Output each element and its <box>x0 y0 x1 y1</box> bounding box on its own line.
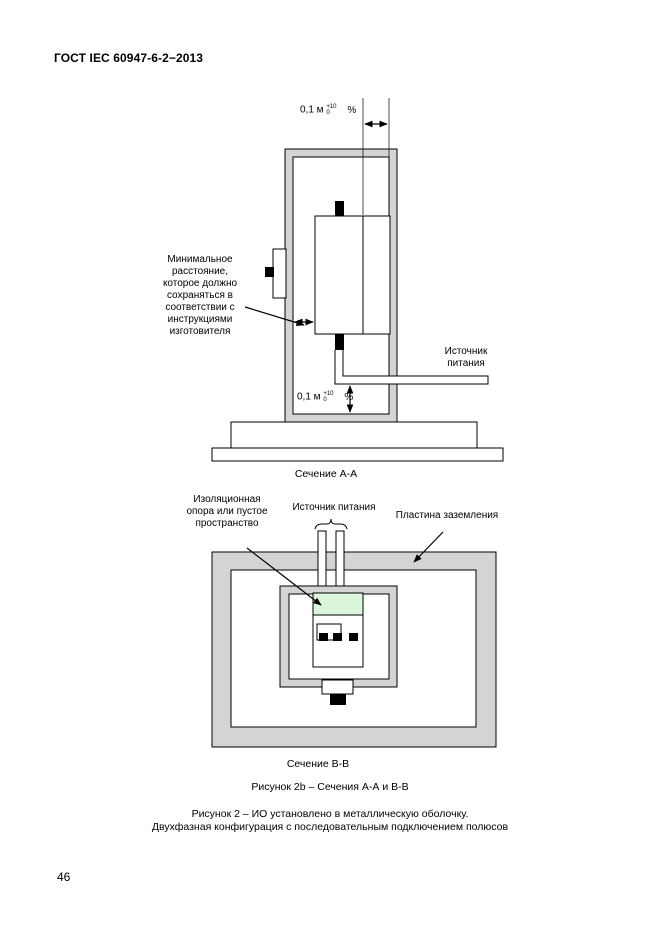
section-b-b-caption: Сечение В-В <box>286 758 350 770</box>
section-a-a-drawing <box>211 98 504 462</box>
dimension-label-bottom: 0,1 м +10 0 % <box>297 391 354 403</box>
external-connector <box>272 248 287 299</box>
conductor-right <box>335 530 345 591</box>
enclosure-wall <box>284 148 398 423</box>
lower-terminal <box>330 694 346 705</box>
section-b-b-drawing <box>211 518 497 748</box>
power-source-brace <box>314 518 348 530</box>
device-switch-2 <box>333 633 342 641</box>
insulation-leader <box>246 547 322 606</box>
external-terminal <box>265 267 274 277</box>
min-distance-label: Минимальное расстояние, которое должно с… <box>162 254 238 337</box>
power-source-label-b: Источник питания <box>292 502 376 513</box>
dim-top-sup: +10 <box>326 104 337 110</box>
conductor-left <box>317 530 327 591</box>
figure-2b-caption: Рисунок 2b – Сечения А-А и В-В <box>251 781 409 793</box>
min-distance-leader <box>244 306 305 327</box>
ground-plate-leader <box>413 531 444 563</box>
base-plate-upper <box>230 421 478 449</box>
lower-connector <box>321 679 354 695</box>
base-plate-lower <box>211 447 504 462</box>
dimension-label-top: 0,1 м +10 0 % <box>300 104 357 116</box>
power-source-label: Источник питания <box>444 346 488 369</box>
device-body <box>314 215 391 335</box>
insulation-support-label: Изоляционная опора или пустое пространст… <box>186 494 268 529</box>
dim-bottom-sub: 0 <box>323 397 327 403</box>
section-a-a-caption: Сечение А-А <box>294 468 358 480</box>
device-switch-1 <box>319 633 328 641</box>
ground-plate <box>211 551 497 748</box>
device-bottom-terminal <box>335 334 344 350</box>
figure-2-caption: Рисунок 2 – ИО установлено в металлическ… <box>151 808 509 833</box>
ground-plate-label: Пластина заземления <box>395 510 499 521</box>
power-cable <box>334 350 489 385</box>
device-top-terminal <box>335 201 344 216</box>
dim-top-sub: 0 <box>326 110 330 116</box>
page-number: 46 <box>57 870 71 884</box>
document-header: ГОСТ IEC 60947-6-2−2013 <box>54 51 204 65</box>
dim-bottom-sup: +10 <box>323 391 334 397</box>
device-switch-3 <box>349 633 358 641</box>
